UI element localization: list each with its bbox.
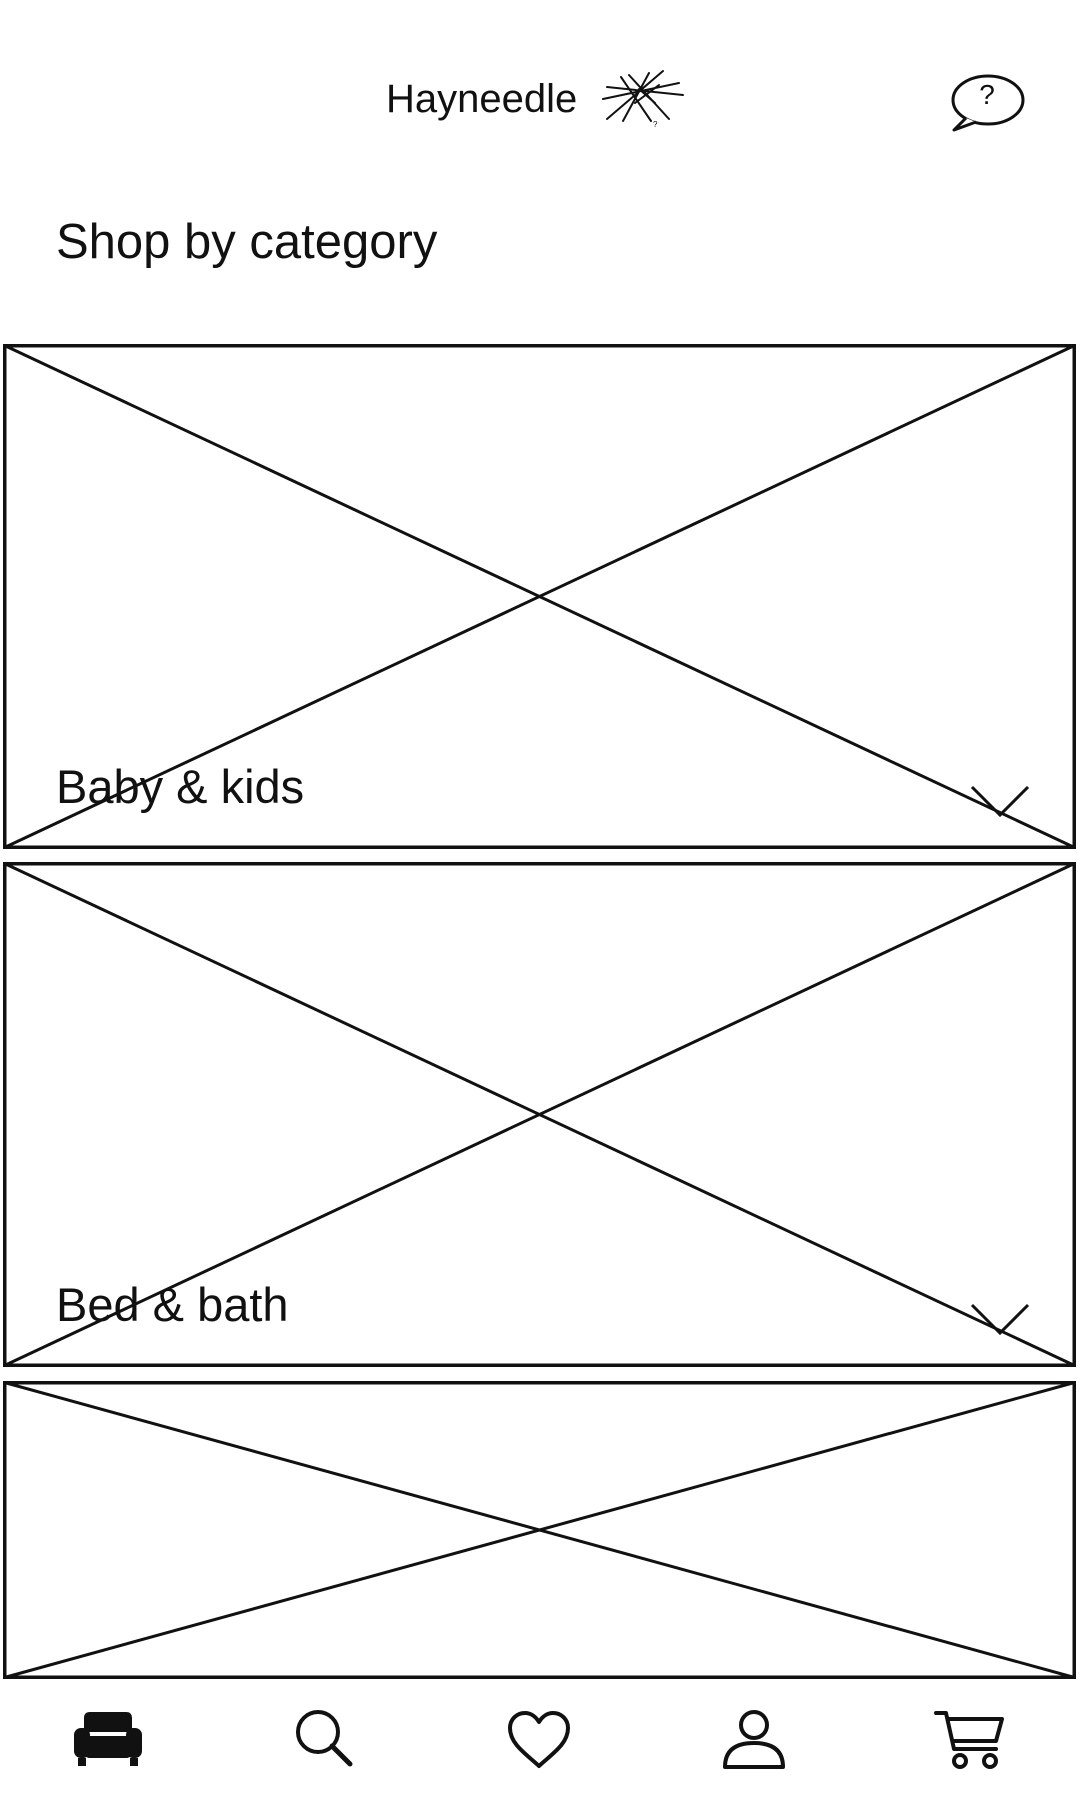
chevron-down-icon[interactable]	[970, 785, 1030, 817]
category-card-bed-bath[interactable]: Bed & bath	[3, 862, 1076, 1367]
image-placeholder	[3, 1381, 1076, 1679]
cart-icon	[934, 1711, 1004, 1769]
nav-account[interactable]	[694, 1690, 814, 1790]
brand-name: Hayneedle	[386, 77, 578, 121]
brand[interactable]: Hayneedle ?	[386, 70, 687, 129]
nav-home[interactable]	[48, 1690, 168, 1790]
help-question-mark: ?	[979, 79, 995, 110]
help-chat-icon	[951, 74, 1025, 132]
category-card-baby-kids[interactable]: Baby & kids	[3, 344, 1076, 849]
category-label: Baby & kids	[56, 760, 305, 813]
nav-cart[interactable]	[910, 1690, 1030, 1790]
heart-icon	[508, 1711, 570, 1768]
search-icon	[296, 1710, 353, 1767]
app-header: Hayneedle ? ?	[0, 0, 1080, 190]
help-button[interactable]: ?	[948, 72, 1030, 134]
nav-favorites[interactable]	[479, 1690, 599, 1790]
chevron-down-icon[interactable]	[970, 1303, 1030, 1335]
svg-text:?: ?	[653, 120, 658, 129]
sofa-icon	[74, 1712, 142, 1766]
nav-search[interactable]	[264, 1690, 384, 1790]
profile-icon	[723, 1710, 785, 1769]
category-label: Bed & bath	[56, 1278, 289, 1331]
scribble-logo-icon: ?	[602, 70, 685, 129]
image-placeholder	[3, 344, 1076, 849]
section-title: Shop by category	[56, 215, 438, 269]
category-card-partial[interactable]	[3, 1381, 1076, 1679]
image-placeholder	[3, 862, 1076, 1367]
bottom-nav	[0, 1690, 1080, 1800]
